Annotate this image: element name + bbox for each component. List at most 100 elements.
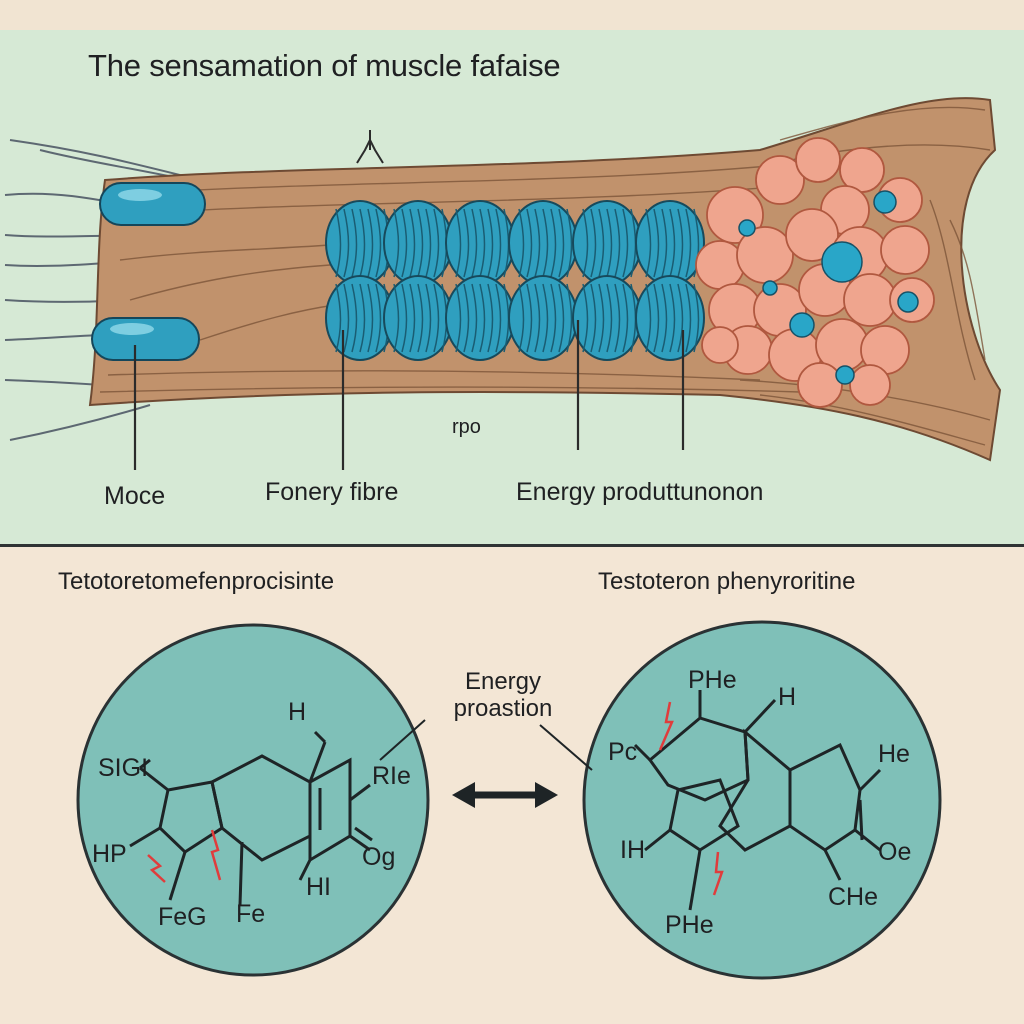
myofibril-stripe [606,283,613,353]
myofibril-stripe [409,283,416,353]
myofibril-disc [572,275,642,361]
myofibril-stripe [645,208,652,278]
myofibril-stripe [614,283,621,353]
fat-cell [785,208,839,262]
myofibril-stripe [653,283,660,353]
myofibril-stripe [417,208,424,278]
atom-label: HI [306,873,331,901]
myofibril-stripe [495,208,502,278]
left-atom-labels: SIGI H RIe HP FeG Fe HI Og [92,698,411,931]
myofibril-disc [572,200,642,286]
right-molecule-title: Testoteron phenyroritine [598,568,856,595]
myofibril-stripe [425,208,432,278]
right-atom-labels: PHe H Pc He IH Oe CHe PHe [608,666,911,939]
center-label-line1: Energy [464,668,542,695]
left-molecule-circle [76,623,430,977]
fat-cell [795,137,841,183]
myofibril-stripe [343,283,350,353]
myofibril-stripe [455,208,462,278]
myofibril-stripe [433,283,440,353]
atom-label: HP [92,840,127,868]
center-label-line2: proastion [453,695,553,722]
atom-label: IH [620,836,645,864]
myofibril-stripe [518,283,525,353]
myofibril-stripe [558,283,565,353]
myofibril-stripe [645,283,652,353]
myofibril-stripe [534,283,541,353]
section-divider [0,544,1024,547]
right-molecule-structure [633,690,882,911]
atom-label: He [878,740,910,768]
myofibril-stripe [661,208,668,278]
leader-lines [133,320,685,470]
atom-label: H [288,698,306,726]
myofibril-stripe [669,283,676,353]
myofibril-stripe [351,283,358,353]
atom-label: Og [362,843,395,871]
myofibril-stripe [335,283,342,353]
myofibril-stripe [598,208,605,278]
myofibril-stripe [401,283,408,353]
atom-label: PHe [688,666,737,694]
myofibril-stripe [661,283,668,353]
atom-label: PHe [665,911,714,939]
cell-cluster [695,137,935,408]
myofibril-stripe [495,283,502,353]
myofibril-stripe [693,208,700,278]
myofibril-disc [445,275,515,361]
myofibril-stripe [542,208,549,278]
myofibril-stripe [685,283,692,353]
fat-cell [880,225,930,275]
myofibril-stripe [614,208,621,278]
myofibril-stripe [359,283,366,353]
myofibril-stripe [479,283,486,353]
myofibril-stripe [653,208,660,278]
small-label: rpo [452,416,481,438]
myofibril-stripe [622,283,629,353]
myofibril-stripe [487,208,494,278]
myofibril-stripe [582,208,589,278]
myofibril-stripe [622,208,629,278]
myofibrils [325,200,705,361]
myofibril-stripe [550,283,557,353]
myofibril-stripe [693,283,700,353]
fat-cell [755,155,805,205]
fat-cell [843,273,897,327]
mitochondria [91,182,206,361]
myofibril-disc [635,275,705,361]
myofibril-stripe [550,208,557,278]
label-moce: Moce [104,482,166,510]
myofibril-stripe [455,283,462,353]
lightning-marks [147,701,724,896]
myofibril-stripe [669,208,676,278]
right-molecule-circle [582,620,942,980]
myofibril-stripe [582,283,589,353]
myofibril-stripe [401,208,408,278]
left-molecule-structure [129,730,373,906]
fat-cell [849,364,891,406]
left-molecule-title: Tetotoretomefenprocisinte [58,568,335,595]
myofibril-stripe [335,208,342,278]
blue-granule [873,190,897,214]
fat-cell [701,326,739,364]
myofibril-stripe [367,208,374,278]
myofibril-stripe [463,208,470,278]
myofibril-disc [508,200,578,286]
myofibril-stripe [479,208,486,278]
atom-label: H [778,683,796,711]
myofibril-stripe [526,283,533,353]
blue-granule [738,219,756,237]
myofibril-stripe [518,208,525,278]
myofibril-stripe [425,283,432,353]
marker-icon [356,130,384,164]
atom-label: Pc [608,738,637,766]
atom-label: SIGI [98,754,148,782]
myofibril-stripe [471,283,478,353]
myofibril-stripe [487,283,494,353]
blue-granule [821,241,863,283]
myofibril-stripe [606,208,613,278]
blue-granule [762,280,778,296]
myofibril-stripe [375,208,382,278]
myofibril-stripe [534,208,541,278]
myofibril-stripe [351,208,358,278]
